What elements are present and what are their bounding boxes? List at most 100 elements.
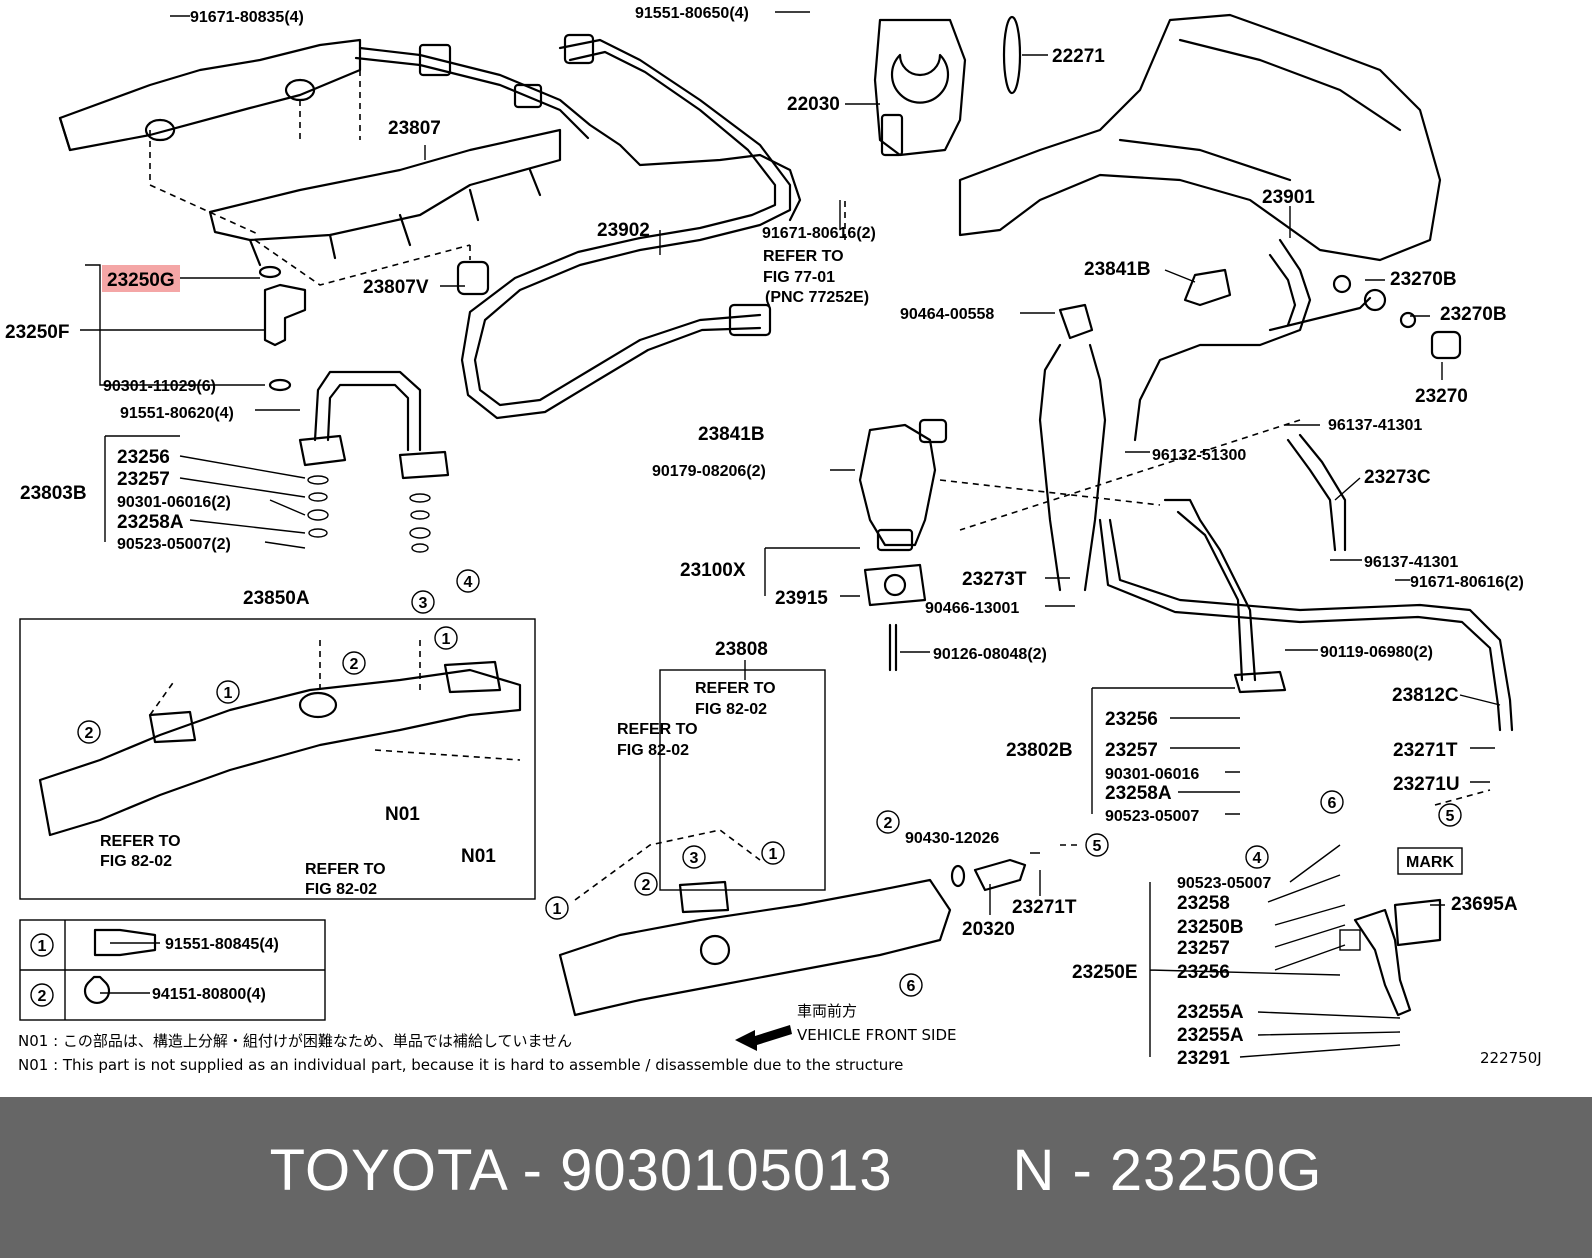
legend-num-circle <box>30 983 54 1007</box>
part-label: 22030 <box>787 94 840 115</box>
part-label: 23250F <box>5 322 69 343</box>
callout-number: 3 <box>690 850 699 867</box>
part-label: 90466-13001 <box>925 600 1019 617</box>
part-label: 22271 <box>1052 46 1105 67</box>
part-label: 91551-80650(4) <box>635 5 749 22</box>
callout-number: 5 <box>1446 808 1455 825</box>
part-label: 23256 <box>117 447 170 468</box>
refer-note: REFER TO <box>763 248 844 265</box>
callout-number: 2 <box>350 656 359 673</box>
part-label: 23695A <box>1451 894 1518 915</box>
part-label: N01 <box>385 804 420 825</box>
part-label: 90523-05007(2) <box>117 536 231 553</box>
note-jp: N01 : この部品は、構造上分解・組付けが困難なため、単品では補給していません <box>18 1032 572 1050</box>
part-label: 23257 <box>1105 740 1158 761</box>
part-label: 23256 <box>1177 962 1230 983</box>
part-label: 90301-06016 <box>1105 766 1199 783</box>
part-label: 23271T <box>1393 740 1458 761</box>
front-label-jp: 車両前方 <box>797 1002 857 1020</box>
part-label: 90301-11029(6) <box>103 378 216 395</box>
part-label: 23808 <box>715 639 768 660</box>
callout-circle <box>876 810 900 834</box>
part-label: 23271T <box>1012 897 1077 918</box>
callout-circle <box>1320 790 1344 814</box>
legend-rows: 1 91551-80845(4) 2 94151-80800(4) <box>30 933 279 1007</box>
part-label: 23256 <box>1105 709 1158 730</box>
part-label: 23291 <box>1177 1048 1230 1069</box>
mark-label: MARK <box>1406 854 1454 871</box>
callout-number: 6 <box>907 978 916 995</box>
callout-number: 1 <box>553 901 562 918</box>
part-label: 90126-08048(2) <box>933 646 1047 663</box>
callout-circle <box>761 841 785 865</box>
refer-note: FIG 77-01 <box>763 269 835 286</box>
diagram-svg: 91671-80835(4)91551-80650(4)222712203023… <box>5 5 1542 1074</box>
callout-number: 2 <box>85 725 94 742</box>
footer-brand: TOYOTA <box>269 1138 506 1203</box>
callout-circle <box>545 896 569 920</box>
callout-circle <box>682 845 706 869</box>
mark-box <box>1397 847 1463 875</box>
callout-number: 4 <box>1253 850 1262 867</box>
callout-circle <box>1245 845 1269 869</box>
part-label: 23915 <box>775 588 828 609</box>
part-label: 23270 <box>1415 386 1468 407</box>
part-label: 23270B <box>1390 269 1457 290</box>
part-label: 23802B <box>1006 740 1073 761</box>
part-label: 23258 <box>1177 893 1230 914</box>
part-label: 90301-06016(2) <box>117 494 231 511</box>
refer-note: REFER TO <box>695 680 776 697</box>
part-label: 23270B <box>1440 304 1507 325</box>
part-label: 91671-80616(2) <box>762 225 876 242</box>
part-label: 96137-41301 <box>1364 554 1458 571</box>
part-label: 23273C <box>1364 467 1431 488</box>
part-label: 23258A <box>117 512 184 533</box>
leader-lines <box>80 11 1501 1058</box>
legend-part: 94151-80800(4) <box>152 986 266 1003</box>
front-label-en: VEHICLE FRONT SIDE <box>797 1026 957 1044</box>
part-label: 90430-12026 <box>905 830 999 847</box>
footer-bar: TOYOTA - 9030105013 N - 23250G <box>0 1097 1592 1258</box>
part-label: 23850A <box>243 588 310 609</box>
part-label: 90523-05007 <box>1177 875 1271 892</box>
part-label: 23273T <box>962 569 1027 590</box>
legend-table <box>19 919 326 1021</box>
callout-circle <box>434 626 458 650</box>
part-label: 90179-08206(2) <box>652 463 766 480</box>
part-label: 23901 <box>1262 187 1315 208</box>
callout-number: 1 <box>769 846 778 863</box>
part-label: 23257 <box>1177 938 1230 959</box>
refer-note: FIG 82-02 <box>305 881 377 898</box>
part-label: 23250B <box>1177 917 1244 938</box>
callout-number: 6 <box>1328 795 1337 812</box>
part-labels: 91671-80835(4)91551-80650(4)222712203023… <box>5 5 1524 1069</box>
callout-number: 2 <box>884 815 893 832</box>
highlight-box <box>102 265 180 292</box>
callout-circle <box>456 569 480 593</box>
refer-note: REFER TO <box>100 833 181 850</box>
callout-circle <box>342 651 366 675</box>
refer-note: FIG 82-02 <box>695 701 767 718</box>
callout-circle <box>1085 833 1109 857</box>
callout-number: 4 <box>464 574 473 591</box>
footer-ref: N - 23250G <box>1012 1138 1323 1203</box>
part-label: 23271U <box>1393 774 1460 795</box>
part-label: 91551-80620(4) <box>120 405 234 422</box>
callout-circle <box>634 872 658 896</box>
callout-number: 5 <box>1093 838 1102 855</box>
fig-code: 222750J <box>1480 1049 1542 1067</box>
part-label: 23841B <box>698 424 765 445</box>
part-label: 90523-05007 <box>1105 808 1199 825</box>
part-label: 20320 <box>962 919 1015 940</box>
part-label: 23258A <box>1105 783 1172 804</box>
highlighted-part-label: 23250G <box>107 270 175 291</box>
part-label: 23100X <box>680 560 746 581</box>
artwork <box>19 13 1514 1051</box>
note-en: N01 : This part is not supplied as an in… <box>18 1056 903 1074</box>
part-label: 96137-41301 <box>1328 417 1422 434</box>
part-label: 23803B <box>20 483 87 504</box>
part-label: 23812C <box>1392 685 1459 706</box>
footer-part-number: 9030105013 <box>560 1138 893 1203</box>
refer-note: REFER TO <box>305 861 386 878</box>
part-label: 96132-51300 <box>1152 447 1246 464</box>
